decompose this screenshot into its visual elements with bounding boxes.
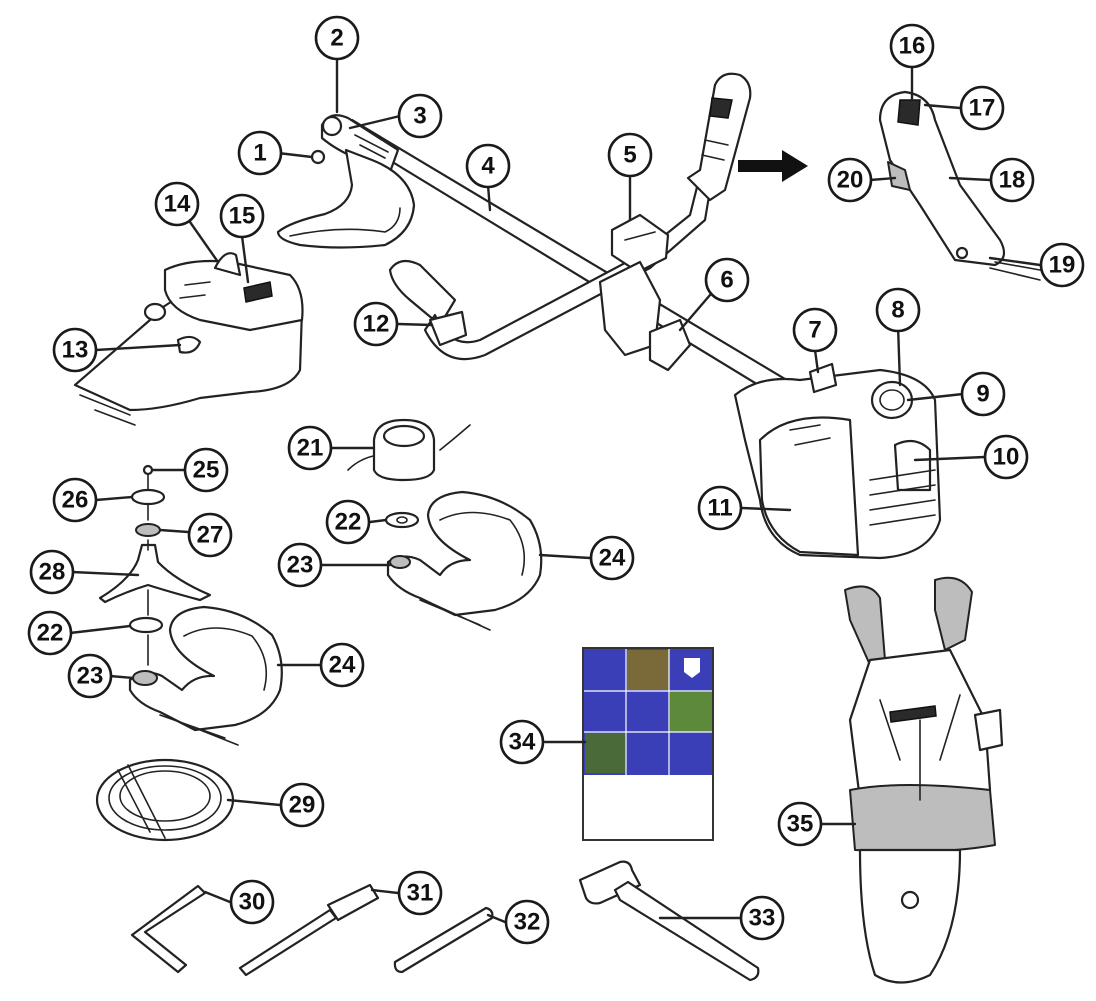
callout-label: 13 <box>62 337 89 364</box>
callout-label: 15 <box>229 203 256 230</box>
callout-21: 21 <box>287 425 333 471</box>
callout-18: 18 <box>989 157 1035 203</box>
throttle-detail <box>878 90 1041 281</box>
callout-label: 5 <box>623 142 636 169</box>
callout-32: 32 <box>504 899 550 945</box>
top-blade-guard <box>276 148 416 249</box>
callout-label: 18 <box>999 167 1026 194</box>
callout-22-upper: 22 <box>325 499 371 545</box>
callout-label: 14 <box>164 191 191 218</box>
callout-label: 29 <box>289 792 316 819</box>
guard-lower <box>128 605 283 746</box>
callout-24-upper: 24 <box>589 535 635 581</box>
callout-28: 28 <box>29 549 75 595</box>
callout-16: 16 <box>889 23 935 69</box>
callout-label: 20 <box>837 167 864 194</box>
callout-6: 6 <box>704 257 750 303</box>
callout-label: 8 <box>891 297 904 324</box>
callout-27: 27 <box>187 512 233 558</box>
callout-17: 17 <box>959 85 1005 131</box>
callout-23-upper: 23 <box>277 542 323 588</box>
callout-19: 19 <box>1039 242 1085 288</box>
callout-5: 5 <box>607 132 653 178</box>
callout-34: 34 <box>499 719 545 765</box>
callout-label: 34 <box>509 729 536 756</box>
callout-12: 12 <box>353 301 399 347</box>
callout-35: 35 <box>777 801 823 847</box>
callout-26: 26 <box>52 477 98 523</box>
callout-label: 23 <box>287 552 314 579</box>
callout-7: 7 <box>792 307 838 353</box>
callout-label: 17 <box>969 95 996 122</box>
callout-label: 27 <box>197 522 224 549</box>
callout-label: 7 <box>808 317 821 344</box>
callout-label: 2 <box>330 25 343 52</box>
callout-label: 4 <box>481 153 495 180</box>
callout-label: 21 <box>297 435 324 462</box>
trimmer-head <box>347 418 471 482</box>
screwdriver <box>238 883 380 977</box>
arrow-right-icon <box>738 150 808 182</box>
callout-label: 32 <box>514 909 541 936</box>
callout-label: 24 <box>599 545 626 572</box>
callout-14: 14 <box>154 181 200 227</box>
callout-29: 29 <box>279 782 325 828</box>
callout-label: 35 <box>787 811 814 838</box>
callout-label: 31 <box>407 880 434 907</box>
hex-key <box>130 884 207 974</box>
combination-spanner <box>578 860 760 982</box>
trimmer-line-coil <box>95 758 235 842</box>
callout-20: 20 <box>827 157 873 203</box>
callout-25: 25 <box>183 447 229 493</box>
callout-label: 30 <box>239 889 266 916</box>
harness-hanger <box>598 260 692 372</box>
throttle-handle <box>686 72 752 202</box>
callout-13: 13 <box>52 327 98 373</box>
guard-upper <box>386 490 543 631</box>
callout-1: 1 <box>237 130 283 176</box>
callout-label: 19 <box>1049 252 1076 279</box>
callout-label: 11 <box>707 495 732 522</box>
callout-label: 22 <box>335 509 362 536</box>
callout-30: 30 <box>229 879 275 925</box>
operator-manual <box>582 647 714 841</box>
callout-label: 6 <box>720 267 733 294</box>
callout-10: 10 <box>983 434 1029 480</box>
locking-rod <box>393 906 494 974</box>
callout-33: 33 <box>739 895 785 941</box>
callout-label: 16 <box>899 33 926 60</box>
callout-label: 10 <box>993 444 1020 471</box>
callout-label: 25 <box>193 457 220 484</box>
callout-label: 12 <box>363 311 390 338</box>
callout-label: 33 <box>749 905 776 932</box>
callout-23-lower: 23 <box>67 653 113 699</box>
bevel-gear-head <box>320 114 400 174</box>
support-cup-upper <box>384 511 420 529</box>
callout-4: 4 <box>465 143 511 189</box>
nut <box>310 149 326 165</box>
callout-2: 2 <box>314 15 360 61</box>
callout-label: 1 <box>253 140 266 167</box>
harness <box>844 576 1004 984</box>
callout-9: 9 <box>960 371 1006 417</box>
callout-label: 3 <box>413 103 426 130</box>
callout-31: 31 <box>397 870 443 916</box>
callout-label: 9 <box>976 381 989 408</box>
engine-unit <box>733 362 942 560</box>
callout-24-lower: 24 <box>319 642 365 688</box>
callout-label: 22 <box>37 620 64 647</box>
callout-11: 11 <box>697 485 743 531</box>
callout-label: 28 <box>39 559 66 586</box>
callout-22-lower: 22 <box>27 610 73 656</box>
callout-label: 24 <box>329 652 356 679</box>
handle-clamp <box>610 213 670 274</box>
callout-label: 26 <box>62 487 89 514</box>
leader-lines <box>68 54 1042 924</box>
callout-15: 15 <box>219 193 265 239</box>
callout-3: 3 <box>397 93 443 139</box>
callout-label: 23 <box>77 663 104 690</box>
engine-closeup <box>73 252 304 426</box>
callout-8: 8 <box>875 287 921 333</box>
